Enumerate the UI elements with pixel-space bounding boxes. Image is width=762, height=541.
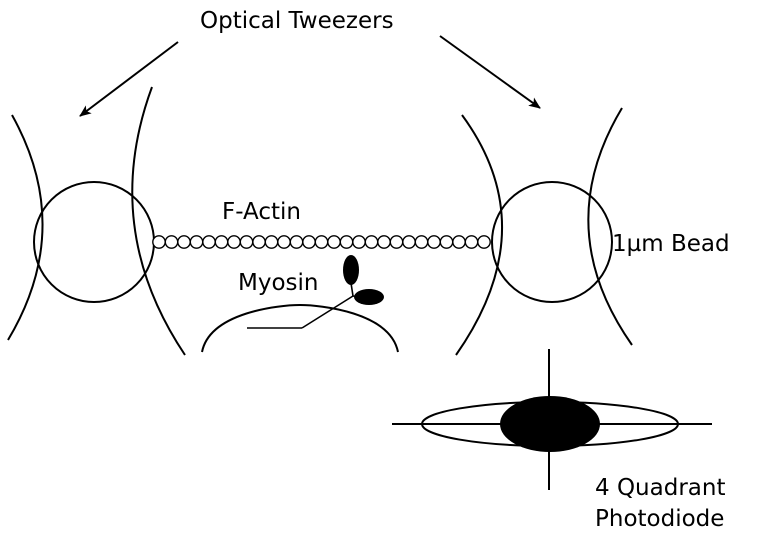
actin-monomer <box>152 235 166 249</box>
myosin-head-lower <box>354 289 384 305</box>
actin-monomer <box>314 235 329 249</box>
actin-monomer <box>189 235 204 249</box>
actin-monomer <box>264 235 279 249</box>
actin-monomer <box>227 235 241 249</box>
actin-monomer <box>364 235 379 249</box>
actin-monomer <box>339 235 354 249</box>
surface-pedestal <box>201 303 399 353</box>
actin-monomer <box>427 235 441 249</box>
actin-monomer <box>439 235 454 249</box>
photodiode-laser-spot <box>500 396 600 452</box>
myosin-neck-lower <box>352 295 366 299</box>
optical-tweezers-label: Optical Tweezers <box>200 8 394 34</box>
right-trap-outer-curve-left <box>455 114 504 356</box>
actin-monomer <box>377 235 391 249</box>
actin-monomer <box>327 235 341 249</box>
actin-monomer <box>289 235 304 249</box>
f-actin-filament <box>152 235 491 249</box>
myosin-neck-upper <box>350 282 354 297</box>
left-trap-outer-curve-left <box>7 114 44 341</box>
actin-monomer <box>414 235 429 249</box>
actin-monomer <box>477 235 491 249</box>
actin-monomer <box>164 235 179 249</box>
photodiode-label-line2: Photodiode <box>595 506 724 532</box>
actin-monomer <box>402 235 416 249</box>
quadrant-photodiode <box>392 349 712 490</box>
actin-monomer <box>464 235 479 249</box>
left-optical-trap <box>7 86 186 356</box>
actin-monomer <box>239 235 254 249</box>
actin-monomer <box>177 235 191 249</box>
right-trap-outer-curve-right <box>587 107 633 346</box>
actin-monomer <box>302 235 316 249</box>
photodiode-label-line1: 4 Quadrant <box>595 475 725 501</box>
actin-monomer <box>252 235 266 249</box>
f-actin-label: F-Actin <box>222 199 301 225</box>
myosin-head-upper <box>343 255 359 285</box>
actin-monomer <box>389 235 404 249</box>
myosin-motor <box>247 255 384 329</box>
right-bead <box>491 181 613 303</box>
bead-label: 1µm Bead <box>612 231 730 257</box>
actin-monomer <box>214 235 229 249</box>
left-trap-outer-curve-right <box>131 86 186 356</box>
myosin-label: Myosin <box>238 270 318 296</box>
arrow-to-left-trap <box>79 41 179 117</box>
right-optical-trap <box>455 107 633 356</box>
myosin-lever-arm <box>301 295 354 329</box>
actin-monomer <box>352 235 366 249</box>
actin-monomer <box>452 235 466 249</box>
actin-monomer <box>277 235 291 249</box>
actin-monomer <box>202 235 216 249</box>
arrow-to-right-trap <box>439 35 541 109</box>
